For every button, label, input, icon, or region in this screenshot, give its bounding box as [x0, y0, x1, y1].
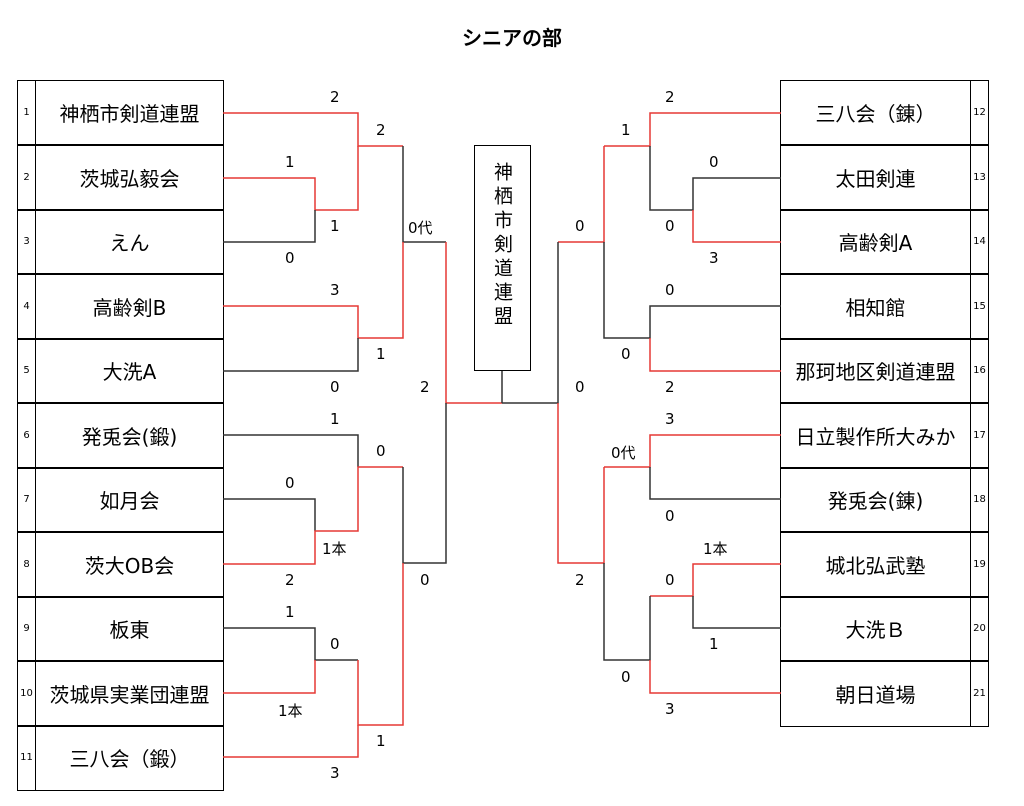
score-label: 1本 [703, 540, 728, 558]
team-name-cell: 三八会（錬） [780, 80, 971, 146]
score-label: 0 [575, 217, 585, 235]
score-label: 2 [330, 88, 340, 106]
score-label: 2 [420, 378, 430, 396]
score-label: 0 [665, 281, 675, 299]
score-label: 0代 [611, 444, 636, 462]
score-label: 2 [665, 378, 675, 396]
team-name-cell: 板東 [35, 596, 224, 662]
score-label: 0 [285, 249, 295, 267]
score-label: 3 [709, 249, 719, 267]
team-name-cell: 茨大OB会 [35, 531, 224, 598]
score-label: 2 [376, 121, 386, 139]
score-label: 3 [665, 700, 675, 718]
score-label: 0 [621, 668, 631, 686]
score-label: 0 [575, 378, 585, 396]
page-title: シニアの部 [462, 26, 562, 50]
score-label: 1 [376, 732, 386, 750]
team-name-cell: 発兎会(鍛) [35, 402, 224, 469]
score-label: 1 [709, 635, 719, 653]
score-label: 0代 [408, 219, 433, 237]
score-label: 0 [420, 571, 430, 589]
score-label: 1 [330, 217, 340, 235]
team-name-cell: 朝日道場 [780, 660, 971, 727]
team-name-cell: 大洗A [35, 338, 224, 404]
score-label: 0 [709, 153, 719, 171]
score-label: 3 [330, 764, 340, 782]
score-label: 1本 [278, 702, 303, 720]
team-name-cell: 那珂地区剣道連盟 [780, 338, 971, 404]
score-label: 2 [285, 571, 295, 589]
team-name-cell: 三八会（鍛） [35, 725, 224, 791]
team-name-cell: えん [35, 209, 224, 275]
score-label: 2 [575, 571, 585, 589]
score-label: 0 [665, 507, 675, 525]
score-label: 0 [665, 571, 675, 589]
score-label: 0 [330, 635, 340, 653]
score-label: 0 [330, 378, 340, 396]
champion-name: 神栖市剣道連盟 [491, 162, 513, 330]
score-label: 1 [376, 345, 386, 363]
score-label: 3 [330, 281, 340, 299]
score-label: 2 [665, 88, 675, 106]
team-name-cell: 茨城県実業団連盟 [35, 660, 224, 727]
score-label: 1 [621, 121, 631, 139]
score-label: 0 [285, 474, 295, 492]
champion-box: 神栖市剣道連盟 [474, 145, 531, 371]
score-label: 1 [285, 603, 295, 621]
score-label: 0 [665, 217, 675, 235]
team-name-cell: 日立製作所大みか [780, 402, 971, 469]
score-label: 3 [665, 410, 675, 428]
score-label: 1本 [322, 540, 347, 558]
team-name-cell: 城北弘武塾 [780, 531, 971, 598]
score-label: 0 [621, 345, 631, 363]
score-label: 1 [285, 153, 295, 171]
score-label: 0 [376, 442, 386, 460]
score-label: 1 [330, 410, 340, 428]
team-name-cell: 発兎会(錬) [780, 467, 971, 533]
